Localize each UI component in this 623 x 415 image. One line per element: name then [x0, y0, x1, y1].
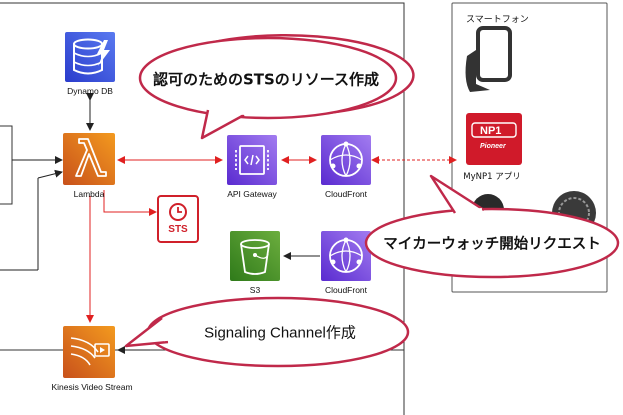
callout-sts-bubble — [138, 34, 415, 140]
external-box-left-top — [0, 125, 13, 205]
sts-label: STS — [168, 224, 188, 235]
dynamodb-label: Dynamo DB — [67, 86, 113, 96]
lambda-label: Lambda — [73, 189, 105, 199]
api-gateway-icon — [227, 135, 277, 185]
kinesis-video-icon — [63, 326, 115, 378]
api-gateway-label: API Gateway — [227, 189, 277, 199]
s3-label: S3 — [249, 285, 261, 295]
cloudfront-bottom-label: CloudFront — [324, 285, 368, 295]
arrow-external-to-lambda-2 — [37, 172, 62, 270]
callout-mycar-text: マイカーウォッチ開始リクエスト — [383, 236, 601, 253]
np1-logo-text: NP1 — [480, 125, 502, 137]
dynamodb-icon — [65, 32, 115, 82]
cloudfront-icon — [321, 135, 371, 185]
sts-icon — [157, 195, 199, 243]
smartphone-title: スマートフォン — [466, 15, 529, 25]
lambda-icon — [63, 133, 115, 185]
cloudfront-icon — [321, 231, 371, 281]
callout-mycar-bubble — [364, 174, 620, 279]
np1-logo-sub: Pioneer — [480, 143, 506, 150]
s3-bucket-icon — [230, 231, 280, 281]
callout-signaling-bubble — [124, 296, 410, 368]
cloud-region-border — [0, 2, 405, 415]
smartphone-icon — [465, 26, 512, 92]
np1-app-icon — [466, 113, 522, 165]
np1-app-label: MyNP1 アプリ — [463, 172, 521, 182]
arrow-lambda-sts — [103, 190, 157, 216]
cloudfront-top-label: CloudFront — [324, 189, 368, 199]
callout-sts-text: 認可のためのSTSのリソース作成 — [152, 70, 380, 89]
callout-signaling-text: Signaling Channel作成 — [204, 324, 356, 342]
kinesis-label: Kinesis Video Stream — [51, 382, 133, 392]
